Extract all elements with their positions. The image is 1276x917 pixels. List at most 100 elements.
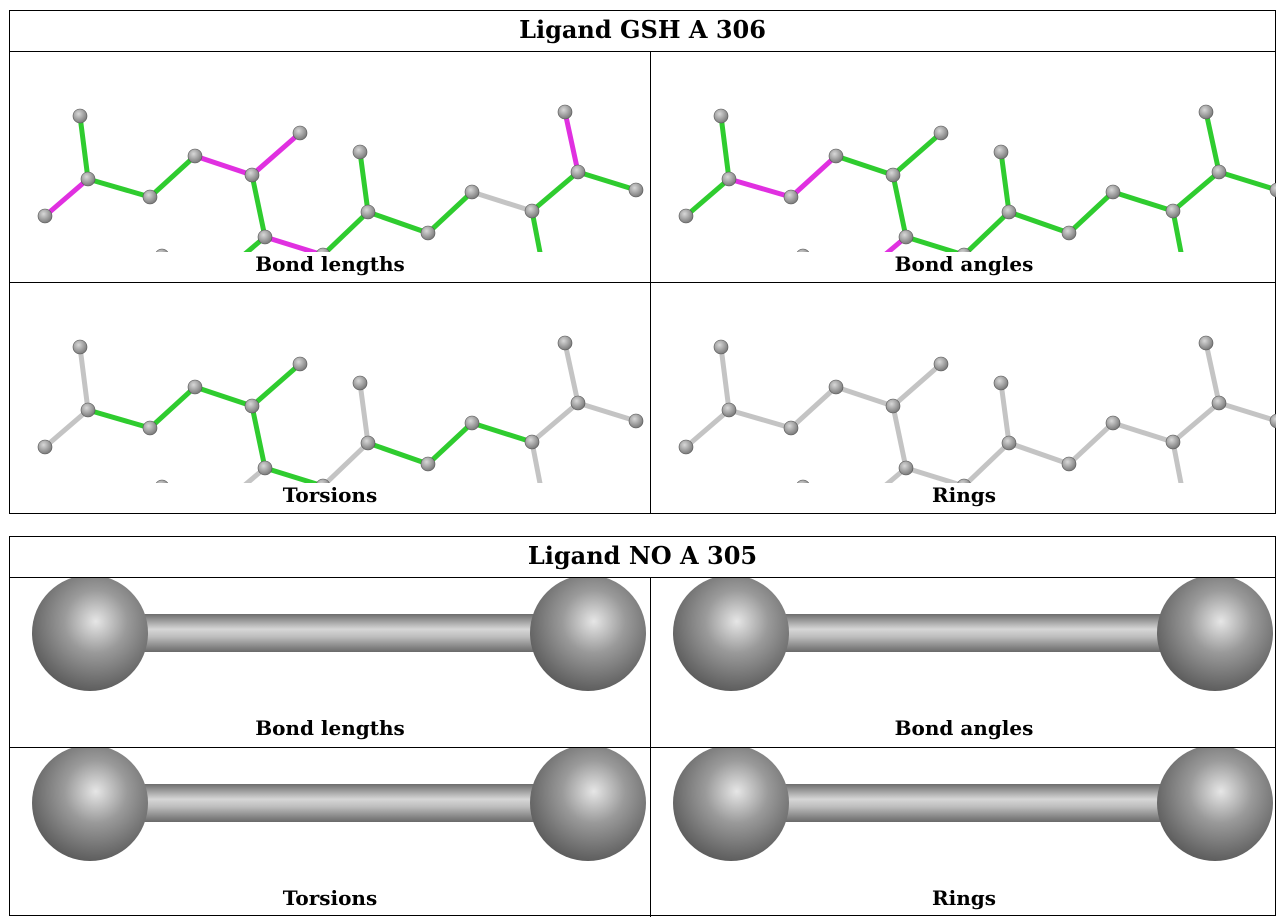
bond (357, 149, 371, 215)
no-cell-torsions: Torsions (10, 748, 650, 916)
no-molecule-diagram (673, 748, 1273, 861)
bond (731, 784, 1215, 822)
atom (557, 335, 573, 351)
atom (957, 247, 971, 252)
atom (1269, 182, 1276, 198)
bond (243, 234, 268, 252)
atom (628, 182, 644, 198)
atom (1198, 104, 1214, 120)
atom (557, 104, 573, 120)
atom (673, 748, 789, 861)
atom (244, 167, 260, 183)
atom (187, 148, 203, 164)
atom (628, 413, 644, 429)
atom (1211, 395, 1227, 411)
bond (262, 234, 322, 252)
bond (1170, 208, 1184, 252)
bond (903, 234, 963, 252)
atom (993, 375, 1009, 391)
atom (37, 208, 53, 224)
cell-label: Torsions (282, 483, 378, 507)
atom (678, 439, 694, 455)
bond (90, 614, 588, 652)
cell-label: Bond angles (894, 716, 1034, 740)
atom (524, 434, 540, 450)
atom (796, 479, 810, 483)
atom (1105, 415, 1121, 431)
bond (365, 440, 431, 467)
bond (365, 209, 431, 236)
atom (155, 248, 169, 252)
ligand-panel-no: Ligand NO A 305 Bond lengths Bond angles… (9, 536, 1276, 917)
gsh-cell-bond-lengths: Bond lengths (10, 52, 650, 282)
bond (322, 209, 371, 252)
bond (718, 113, 732, 182)
atom (292, 356, 308, 372)
bond (683, 176, 732, 219)
atom (673, 578, 789, 691)
bond (469, 420, 535, 445)
bond (998, 149, 1012, 215)
atom (1105, 184, 1121, 200)
bond (147, 384, 198, 431)
bond (1203, 340, 1222, 406)
bond (529, 208, 543, 252)
atom (828, 148, 844, 164)
atom (721, 402, 737, 418)
bond (833, 384, 896, 409)
atom (530, 748, 646, 861)
atom (464, 184, 480, 200)
atom (1211, 164, 1227, 180)
bond (243, 465, 268, 483)
bond (1170, 169, 1222, 214)
bond (1203, 109, 1222, 175)
bond (90, 784, 588, 822)
bond (788, 153, 839, 200)
bond (890, 130, 944, 178)
bond (1110, 420, 1176, 445)
bond (726, 176, 794, 200)
atom (570, 395, 586, 411)
bond (884, 234, 909, 252)
bond (42, 407, 91, 450)
bond (1216, 400, 1276, 424)
bond (1066, 189, 1116, 236)
atom (713, 108, 729, 124)
atom (72, 108, 88, 124)
atom (155, 479, 169, 483)
atom (885, 167, 901, 183)
gsh-cell-torsions: Torsions (10, 283, 650, 514)
atom (1157, 748, 1273, 861)
atom (142, 420, 158, 436)
atom (1165, 434, 1181, 450)
bond (718, 344, 732, 413)
bond (903, 465, 963, 483)
no-cell-bond-angles: Bond angles (651, 578, 1276, 747)
bond (77, 113, 91, 182)
atom (796, 248, 810, 252)
bond (192, 384, 255, 409)
bond (42, 176, 91, 219)
atom (32, 578, 148, 691)
atom (464, 415, 480, 431)
gsh-cell-bond-angles: Bond angles (651, 52, 1276, 282)
atom (187, 379, 203, 395)
bond (890, 172, 909, 240)
cell-label: Bond angles (894, 252, 1034, 276)
bond (529, 169, 581, 214)
atom (993, 144, 1009, 160)
atom (420, 225, 436, 241)
bond (1216, 169, 1276, 193)
atom (80, 402, 96, 418)
molecule-diagram (678, 335, 1276, 483)
bond (147, 153, 198, 200)
atom (1001, 435, 1017, 451)
atom (898, 460, 914, 476)
no-molecule-diagram (32, 578, 646, 691)
atom (257, 460, 273, 476)
atom (1061, 225, 1077, 241)
atom (80, 171, 96, 187)
cell-label: Bond lengths (255, 252, 405, 276)
bond (529, 439, 543, 483)
atom (1198, 335, 1214, 351)
